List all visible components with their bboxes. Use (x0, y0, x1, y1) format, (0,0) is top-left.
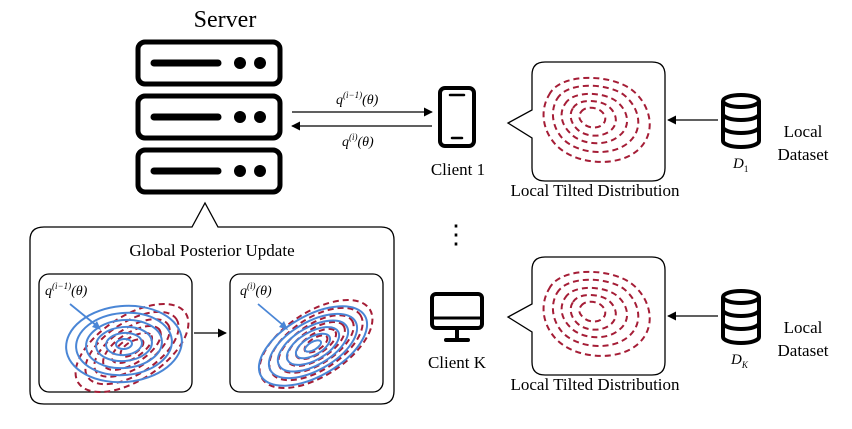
server-unit-3 (135, 147, 283, 195)
client-k-dist-label: Local Tilted Distribution (510, 375, 680, 394)
clients-ellipsis: ⋮ (443, 220, 469, 249)
message-down-label: q(i−1)(θ) (336, 90, 379, 108)
posterior-before-label: q(i−1)(θ) (45, 281, 88, 299)
monitor-icon (430, 292, 484, 342)
client-1-distribution-bubble (506, 61, 666, 182)
server-unit-2 (135, 93, 283, 141)
database-icon (721, 93, 761, 149)
global-update-title: Global Posterior Update (129, 241, 294, 260)
client-1-tilted-distribution (542, 76, 651, 163)
client-k-dataset-symbol: DK (730, 352, 749, 370)
posterior-after-pointer (257, 303, 285, 327)
posterior-before-contours (65, 303, 190, 393)
client-1-dataset-symbol: D1 (732, 156, 748, 174)
client-k-tilted-distribution (542, 270, 651, 357)
smartphone-icon (438, 86, 476, 148)
client-1-label: Client 1 (431, 160, 485, 179)
server-title: Server (194, 7, 257, 33)
client-k-label: Client K (428, 353, 487, 372)
message-up-label: q(i)(θ) (342, 132, 374, 150)
client-1-dist-label: Local Tilted Distribution (510, 181, 680, 200)
client-k-distribution-bubble (506, 256, 666, 376)
posterior-before-pointer (69, 303, 98, 327)
posterior-after-label: q(i)(θ) (240, 281, 272, 299)
posterior-after-contours (257, 299, 374, 389)
server-unit-1 (135, 39, 283, 87)
database-icon (721, 289, 761, 345)
server-rack-icon (135, 39, 283, 195)
